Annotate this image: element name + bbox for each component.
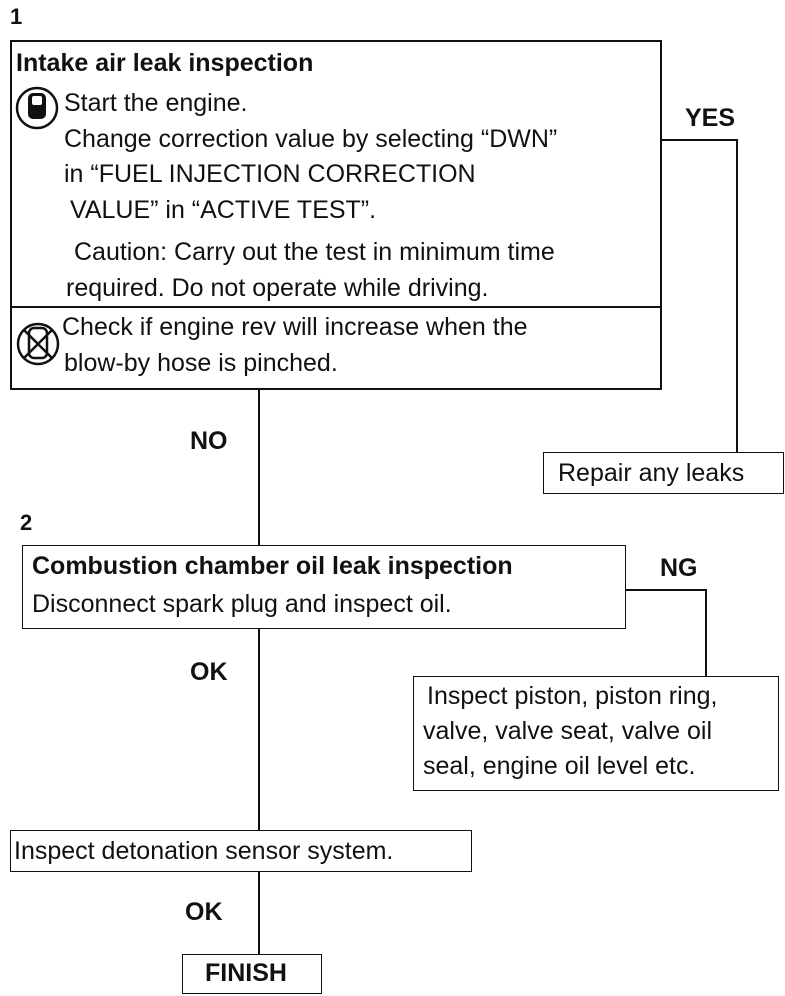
detonation-box [10,830,472,872]
ok-label-2: OK [185,898,223,926]
step2-box [22,545,626,629]
ok-label-1: OK [190,658,228,686]
step1-check-line2: blow-by hose is pinched. [64,349,338,377]
step-number-2: 2 [20,510,33,535]
step1-divider [10,306,662,308]
no-connector [258,390,260,545]
yes-label: YES [685,104,736,132]
step1-check-line1: Check if engine rev will increase when t… [62,313,528,341]
engine-running-icon [15,86,59,130]
step1-line3: in “FUEL INJECTION CORRECTION [64,160,476,188]
ignition-off-icon [16,322,60,366]
ok-connector-1 [258,629,260,830]
step1-line2: Change correction value by selecting “DW… [64,125,558,153]
finish-label: FINISH [205,959,287,987]
step2-line1: Disconnect spark plug and inspect oil. [32,590,452,618]
inspect-piston-line3: seal, engine oil level etc. [423,752,696,780]
repair-box [543,452,784,494]
step-number-1: 1 [10,4,23,29]
step1-caution-2: required. Do not operate while driving. [66,274,489,302]
detonation-text: Inspect detonation sensor system. [14,837,394,865]
step1-caution-1: Caution: Carry out the test in minimum t… [74,238,555,266]
step2-title: Combustion chamber oil leak inspection [32,552,513,580]
repair-text: Repair any leaks [558,459,745,487]
step1-line1: Start the engine. [64,89,248,117]
finish-box [182,954,322,994]
step1-box [10,40,662,390]
ng-label: NG [660,554,698,582]
inspect-piston-line1: Inspect piston, piston ring, [427,682,718,710]
no-label: NO [190,427,228,455]
step1-line4: VALUE” in “ACTIVE TEST”. [70,196,377,224]
yes-connector-v [736,139,738,452]
ok-connector-2 [258,872,260,978]
step1-title: Intake air leak inspection [16,49,314,77]
ng-connector-v [705,589,707,676]
inspect-piston-line2: valve, valve seat, valve oil [423,717,713,745]
yes-connector-h [662,139,738,141]
inspect-piston-box [413,676,779,791]
ng-connector-h [626,589,706,591]
